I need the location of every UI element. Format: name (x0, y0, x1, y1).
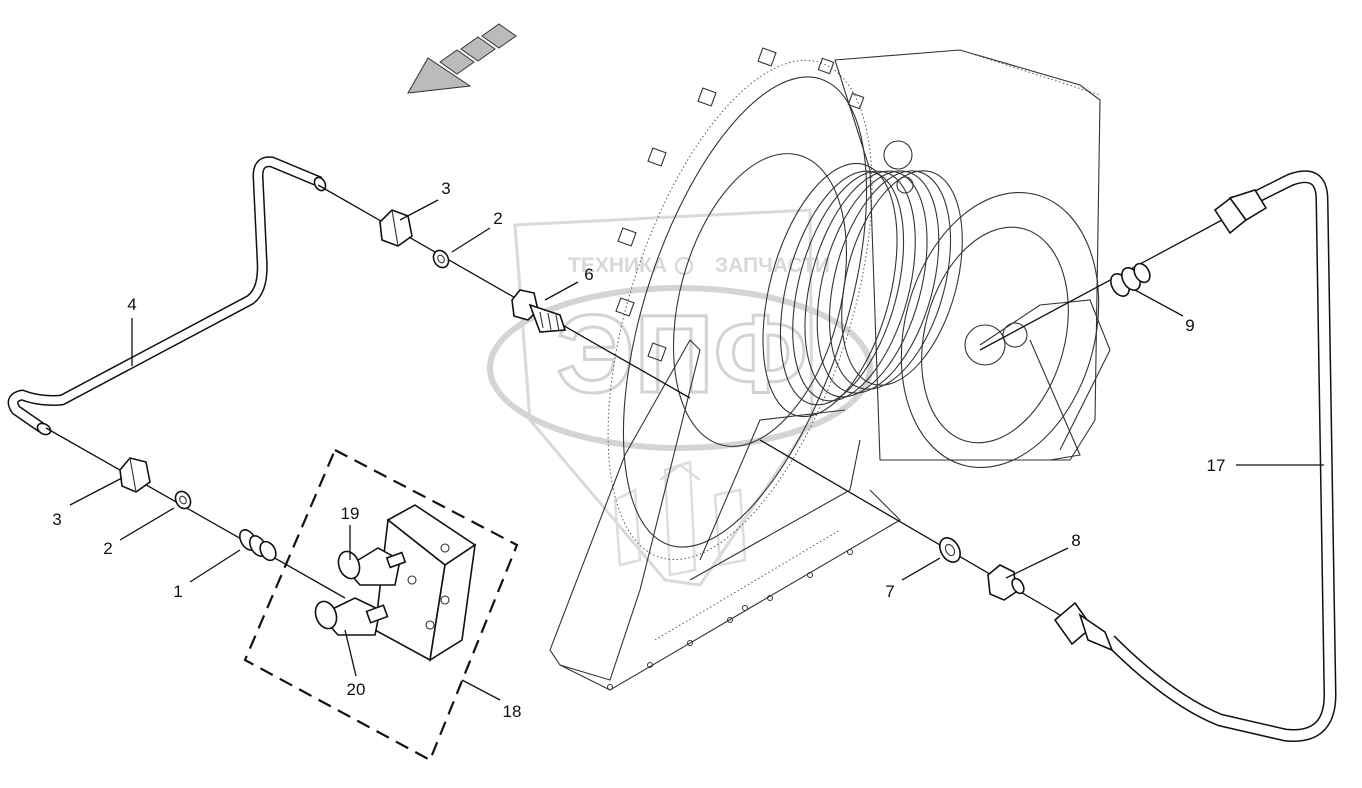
callout-2-lower: 2 (103, 539, 112, 558)
winch-assembly (549, 47, 1111, 691)
pipe-4 (7, 156, 327, 436)
gear-icon (675, 257, 693, 275)
direction-arrow-icon (407, 23, 517, 94)
callout-3-lower: 3 (52, 510, 61, 529)
cartridge-19 (337, 547, 407, 586)
callout-8: 8 (1071, 531, 1080, 550)
adapter-1 (239, 529, 277, 562)
winch-drum (672, 153, 963, 447)
callout-18: 18 (503, 702, 522, 721)
callout-1: 1 (173, 582, 182, 601)
adapter-9 (1110, 262, 1151, 297)
seal-7 (939, 537, 961, 563)
callout-leaders (69, 199, 1324, 701)
callout-19: 19 (341, 504, 360, 523)
adapter-8 (987, 564, 1025, 601)
valve-block-18 (243, 448, 519, 762)
callout-2-upper: 2 (493, 209, 502, 228)
company-logo-icon (613, 460, 747, 577)
callout-3-upper: 3 (441, 179, 450, 198)
adapter-6 (511, 289, 567, 333)
callout-4: 4 (127, 295, 136, 314)
cartridge-20 (314, 597, 389, 636)
watermark-text-left: ТЕХНИКА (568, 254, 667, 277)
callout-7: 7 (885, 582, 894, 601)
callout-9: 9 (1185, 316, 1194, 335)
callout-17: 17 (1207, 456, 1226, 475)
nut-3-upper (379, 209, 413, 247)
nut-3-lower (119, 457, 151, 493)
callout-labels: 3 2 6 4 3 2 1 7 8 9 17 18 19 20 (52, 179, 1225, 721)
hose-17 (1053, 170, 1337, 742)
seal-2-upper (432, 249, 450, 269)
seal-2-lower (174, 490, 192, 510)
callout-20: 20 (347, 680, 366, 699)
callout-6: 6 (584, 265, 593, 284)
